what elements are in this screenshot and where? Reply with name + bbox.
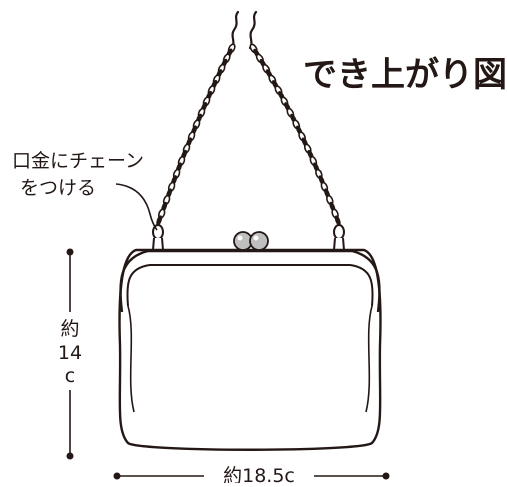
callout-line-2: をつける	[20, 177, 96, 199]
purse-side-fold-left	[127, 305, 135, 413]
chain-strap-right	[249, 43, 341, 226]
height-dimension: 約 14 c	[58, 248, 82, 460]
height-label-prefix: 約	[60, 318, 79, 340]
purse-side-fold-right	[365, 305, 373, 413]
purse-frame-inner	[126, 264, 374, 307]
chain-clasp-left	[151, 224, 165, 251]
width-label: 約18.5c	[223, 465, 295, 483]
diagram-title: でき上がり図	[303, 55, 507, 95]
height-dimension-bottom-dot	[66, 452, 74, 460]
chain-link	[156, 215, 163, 226]
kiss-lock-clasp	[233, 231, 269, 251]
width-dimension: 約18.5c	[113, 465, 390, 487]
purse-frame-outer	[119, 249, 381, 313]
chain-strap-left	[156, 43, 236, 226]
purse-body	[118, 248, 382, 451]
callout-line-1: 口金にチェーン	[12, 150, 144, 172]
chain-top-twist	[230, 10, 258, 50]
chain-clasp-right	[332, 224, 346, 251]
height-label-unit: c	[65, 365, 75, 387]
height-label-value: 14	[58, 342, 82, 364]
callout-leader-line	[115, 183, 158, 231]
width-dimension-right-dot	[382, 472, 390, 480]
chain-link	[334, 215, 341, 226]
